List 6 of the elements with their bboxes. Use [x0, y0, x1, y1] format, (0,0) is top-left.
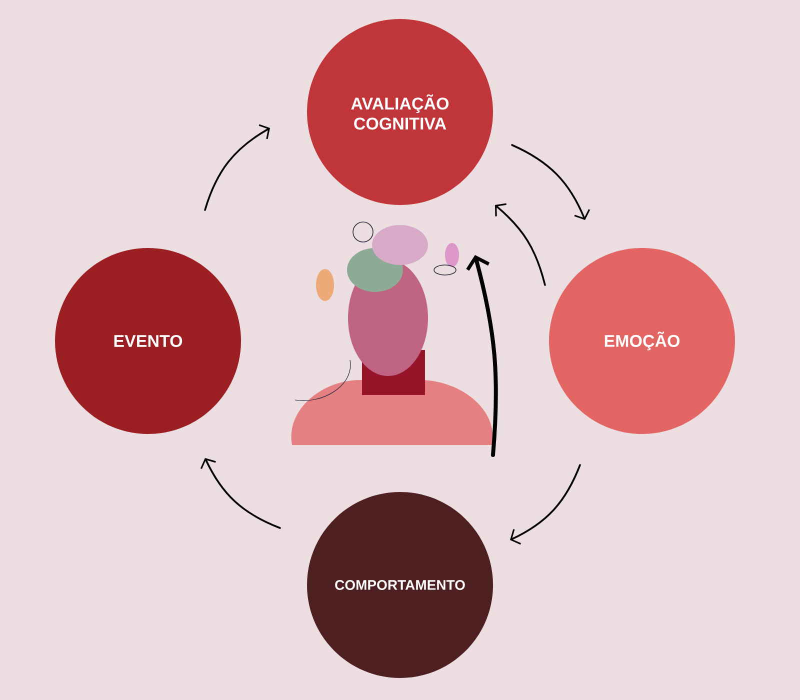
curved-arrow — [466, 255, 498, 457]
curved-arrow — [510, 464, 581, 545]
curved-arrow — [204, 124, 270, 211]
curved-arrow — [511, 144, 590, 220]
curved-arrow — [495, 203, 546, 286]
curved-arrow — [200, 458, 281, 529]
